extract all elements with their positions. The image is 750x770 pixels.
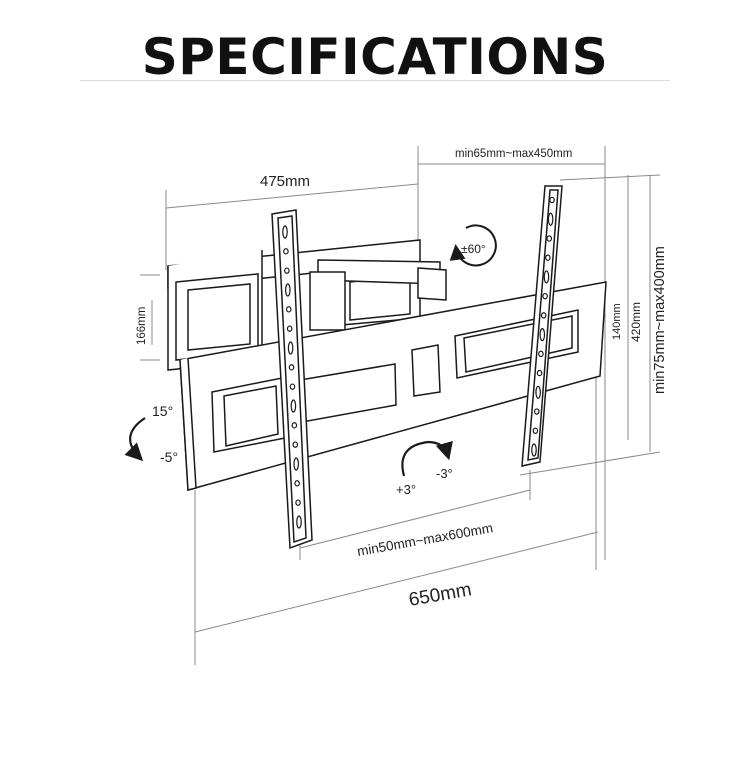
bracket-hole: [285, 306, 292, 313]
bracket-hole: [531, 443, 537, 457]
bracket-hole: [295, 499, 301, 506]
title-divider: [80, 80, 670, 81]
bracket-hole: [547, 212, 554, 226]
dimension-lines: [140, 146, 661, 665]
overall-height-label: 420mm: [629, 302, 643, 342]
bracket-hole: [284, 267, 290, 274]
bracket-holes: [282, 196, 555, 529]
extension-label: min65mm~max450mm: [455, 148, 572, 160]
bracket-hole: [539, 328, 546, 342]
bracket-hole: [283, 248, 289, 255]
tilt-down-label: -5°: [160, 449, 178, 465]
bracket-hole: [296, 515, 302, 529]
tv-bracket-left: [271, 209, 313, 550]
bracket-hole: [292, 441, 299, 448]
bracket-hole: [535, 385, 541, 399]
page-title: SPECIFICATIONS: [141, 28, 609, 86]
wall-plate-width-label: 475mm: [260, 173, 310, 190]
swivel-angle-label: ±60°: [461, 242, 486, 256]
bracket-hole: [543, 270, 550, 284]
bracket-hole: [533, 408, 540, 415]
bracket-hole: [289, 383, 296, 390]
rotate-plus-label: +3°: [396, 482, 416, 497]
bracket-hole: [288, 364, 295, 371]
bracket-hole: [540, 312, 547, 319]
bracket-hole: [293, 457, 300, 471]
bracket-hole: [294, 480, 300, 487]
bracket-hole: [287, 341, 294, 355]
bracket-hole: [536, 369, 543, 377]
bracket-hole: [291, 422, 298, 429]
bracket-hole: [290, 399, 297, 413]
tv-bracket-right: [521, 185, 563, 467]
rotate-minus-label: -3°: [436, 466, 453, 481]
bracket-hole: [545, 254, 551, 261]
overall-width-label: 650mm: [407, 579, 473, 611]
bracket-hole: [286, 325, 293, 332]
rotation-arrow-icon: [401, 440, 453, 477]
bracket-hole: [538, 350, 544, 358]
tilt-arrow-icon: [124, 417, 146, 462]
tv-plate-height-label: 140mm: [611, 303, 623, 340]
wall-plate-height-label: 166mm: [136, 307, 148, 345]
bracket-hole: [282, 225, 288, 239]
bracket-hole: [549, 196, 555, 204]
vesa-vertical-label: min75mm~max400mm: [652, 246, 668, 394]
bracket-hole: [284, 283, 291, 297]
bracket-hole: [542, 292, 548, 300]
bracket-hole: [546, 235, 553, 242]
vesa-horizontal-label: min50mm~max600mm: [356, 520, 494, 559]
bracket-hole: [532, 427, 539, 434]
tilt-up-label: 15°: [152, 403, 173, 419]
swivel-rotate-icon: [449, 224, 497, 267]
